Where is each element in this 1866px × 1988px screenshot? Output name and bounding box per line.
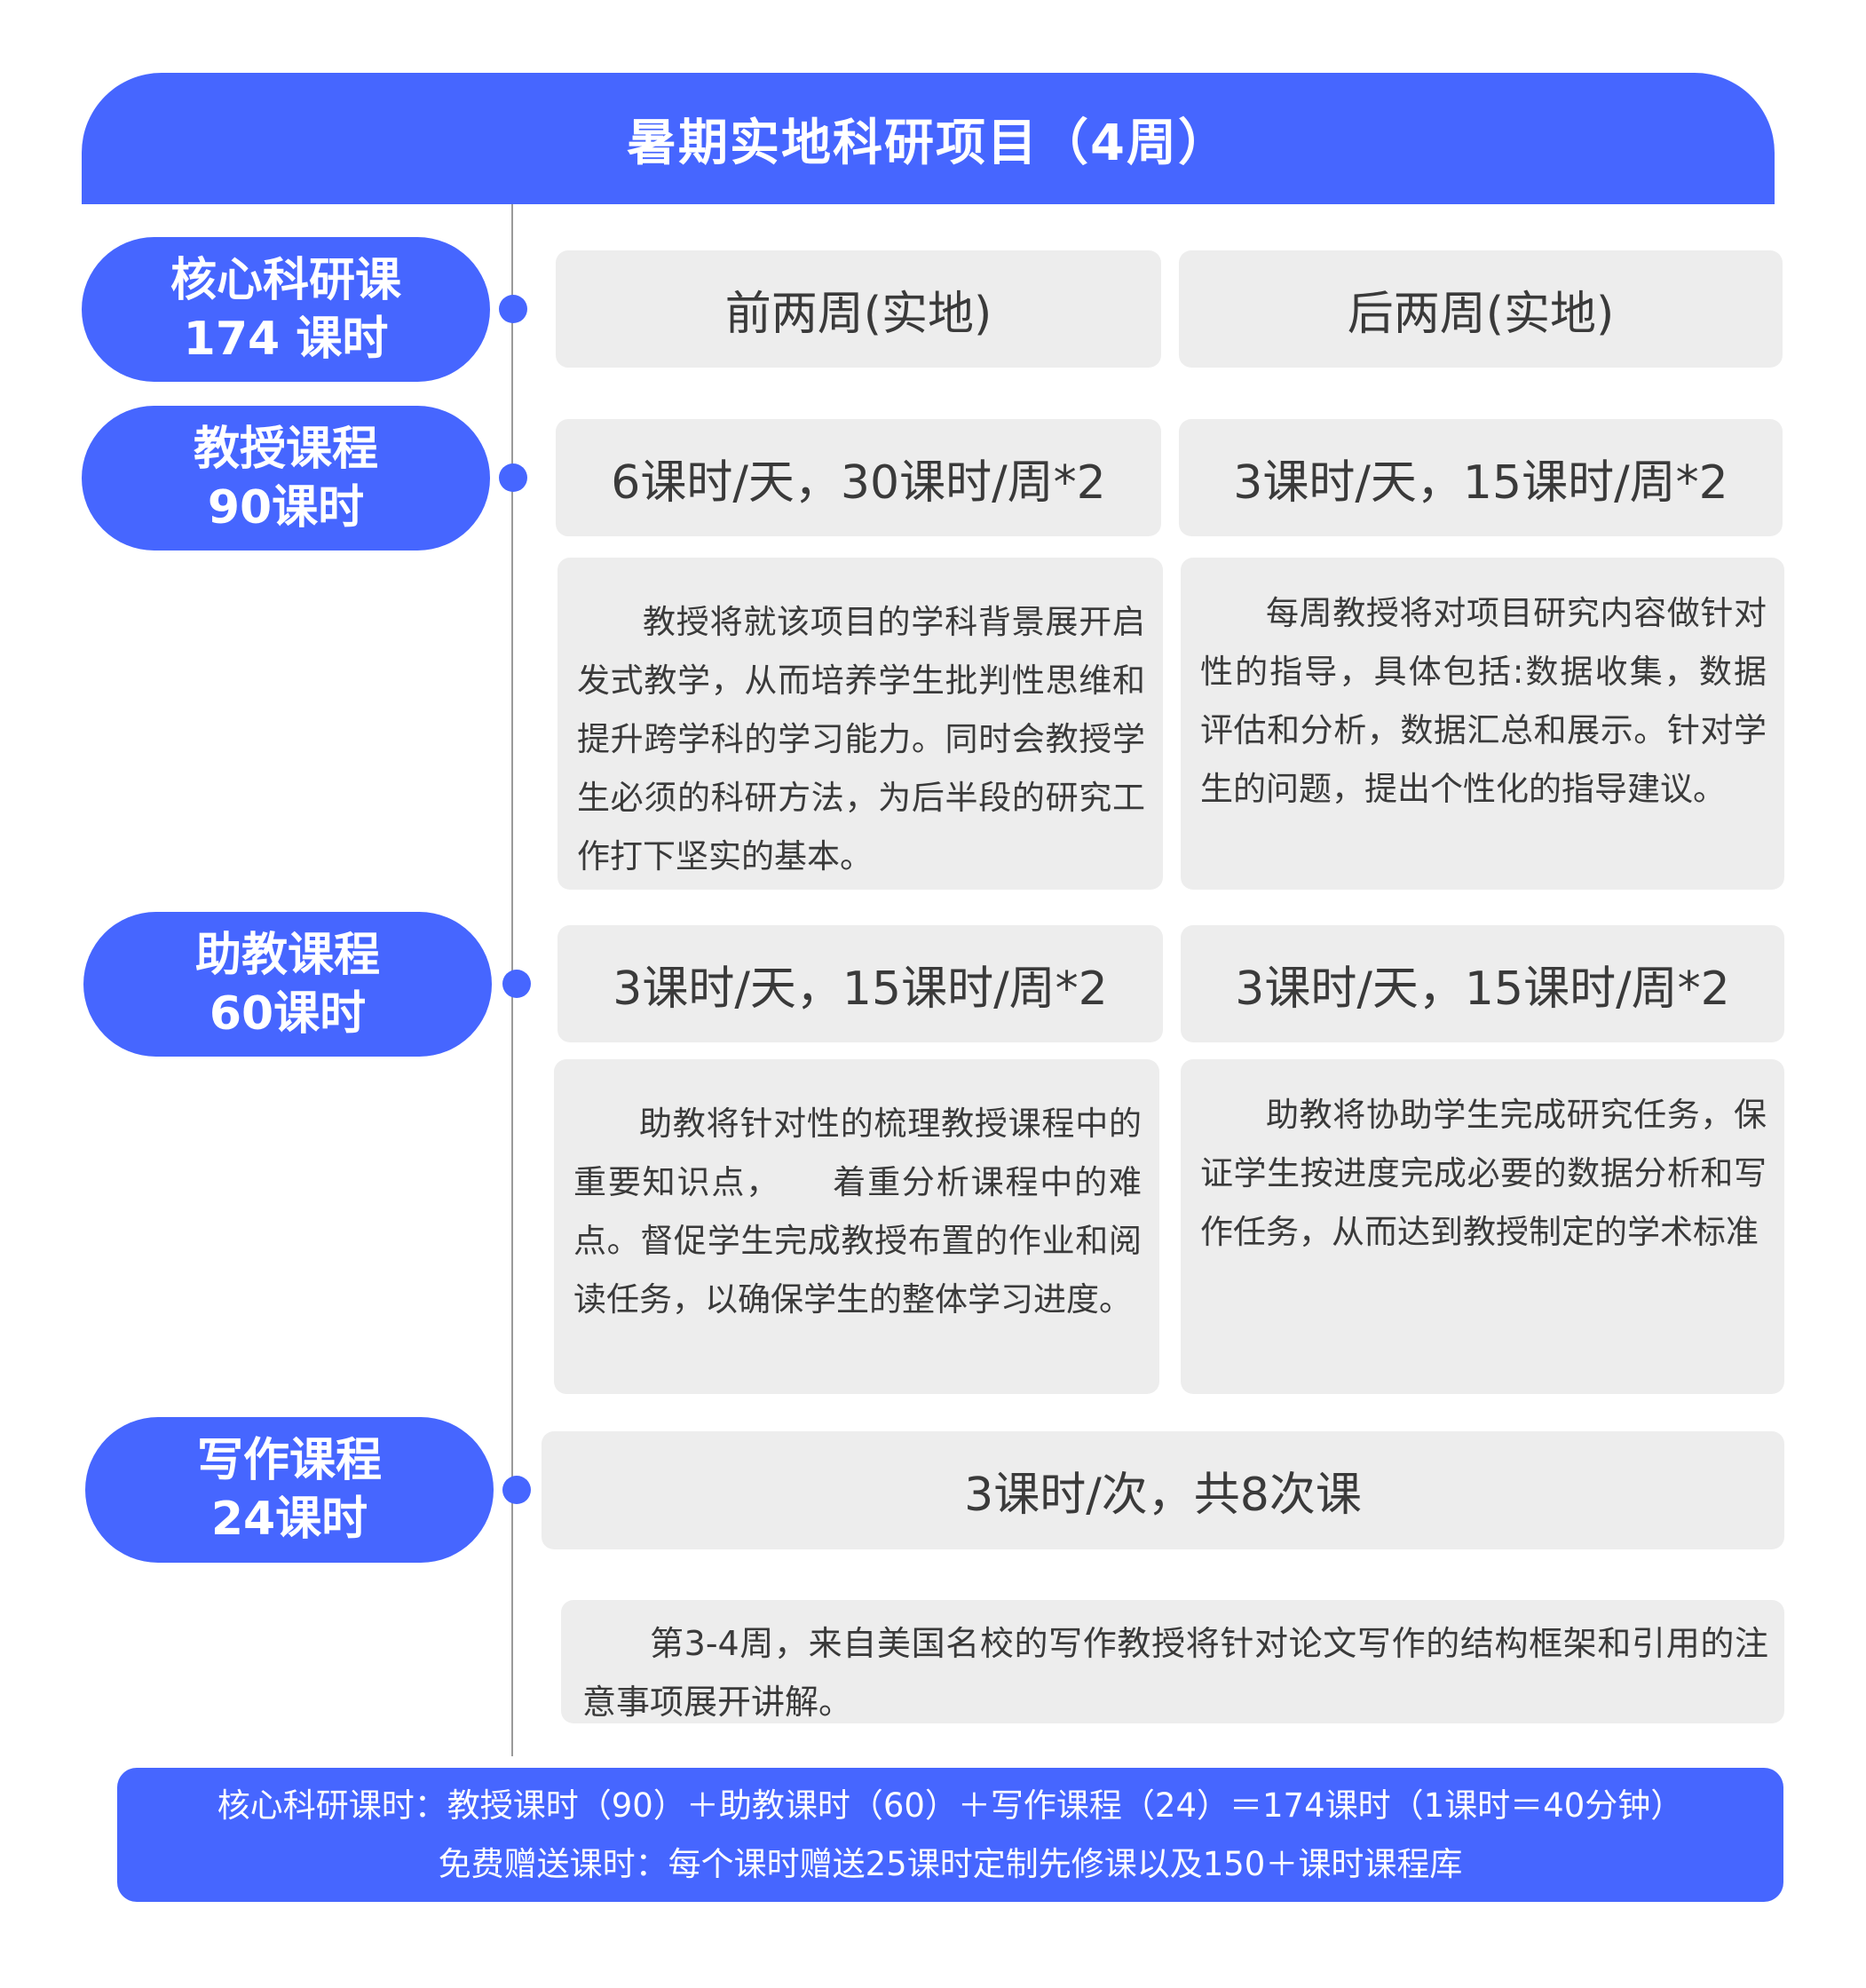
timeline-dot-core xyxy=(499,295,527,323)
pill-ta-course: 助教课程 60课时 xyxy=(83,912,492,1057)
professor-hours-last-text: 3课时/天，15课时/周*2 xyxy=(1233,455,1728,510)
ta-desc-last: 助教将协助学生完成研究任务，保证学生按进度完成必要的数据分析和写作任务，从而达到… xyxy=(1181,1059,1784,1394)
ta-hours-last: 3课时/天，15课时/周*2 xyxy=(1181,925,1784,1042)
pill-ta-hours: 60课时 xyxy=(209,986,367,1041)
pill-writing-hours: 24课时 xyxy=(210,1493,368,1546)
timeline-dot-writing xyxy=(502,1476,531,1504)
timeline-dot-ta xyxy=(502,970,531,998)
professor-hours-first-text: 6课时/天，30课时/周*2 xyxy=(611,455,1106,510)
pill-core-hours: 174 课时 xyxy=(183,312,389,366)
ta-hours-last-text: 3课时/天，15课时/周*2 xyxy=(1235,962,1730,1016)
writing-hours-text: 3课时/次，共8次课 xyxy=(964,1469,1362,1522)
summary-line-free-hours: 免费赠送课时：每个课时赠送25课时定制先修课以及150＋课时课程库 xyxy=(438,1844,1463,1883)
ta-hours-first-text: 3课时/天，15课时/周*2 xyxy=(613,962,1108,1016)
pill-writing-name: 写作课程 xyxy=(196,1434,382,1487)
ta-desc-first: 助教将针对性的梳理教授课程中的重要知识点， 着重分析课程中的难点。督促学生完成教… xyxy=(554,1059,1159,1394)
pill-core-course: 核心科研课 174 课时 xyxy=(82,237,490,382)
timeline-dot-professor xyxy=(499,463,527,492)
page-title-text: 暑期实地科研项目（4周） xyxy=(627,114,1230,172)
writing-hours: 3课时/次，共8次课 xyxy=(542,1431,1784,1549)
writing-desc: 第3-4周，来自美国名校的写作教授将针对论文写作的结构框架和引用的注意事项展开讲… xyxy=(561,1600,1784,1723)
professor-desc-last: 每周教授将对项目研究内容做针对性的指导，具体包括:数据收集，数据评估和分析，数据… xyxy=(1181,558,1784,890)
header-last-two-weeks-text: 后两周(实地) xyxy=(1347,287,1615,341)
pill-writing-course: 写作课程 24课时 xyxy=(85,1417,494,1563)
pill-professor-hours: 90课时 xyxy=(207,480,365,535)
page-title: 暑期实地科研项目（4周） xyxy=(82,73,1775,204)
pill-ta-name: 助教课程 xyxy=(194,928,380,982)
pill-professor-name: 教授课程 xyxy=(193,422,378,476)
professor-hours-last: 3课时/天，15课时/周*2 xyxy=(1179,419,1783,536)
summary-footer: 核心科研课时：教授课时（90）＋助教课时（60）＋写作课程（24）＝174课时（… xyxy=(117,1768,1783,1902)
summary-line-core-hours: 核心科研课时：教授课时（90）＋助教课时（60）＋写作课程（24）＝174课时（… xyxy=(217,1786,1684,1825)
header-first-two-weeks-text: 前两周(实地) xyxy=(724,287,992,341)
ta-hours-first: 3课时/天，15课时/周*2 xyxy=(557,925,1163,1042)
header-last-two-weeks: 后两周(实地) xyxy=(1179,250,1783,368)
professor-desc-first: 教授将就该项目的学科背景展开启发式教学，从而培养学生批判性思维和提升跨学科的学习… xyxy=(557,558,1163,890)
header-first-two-weeks: 前两周(实地) xyxy=(556,250,1161,368)
pill-core-name: 核心科研课 xyxy=(170,253,401,307)
professor-hours-first: 6课时/天，30课时/周*2 xyxy=(556,419,1161,536)
pill-professor-course: 教授课程 90课时 xyxy=(82,406,490,550)
